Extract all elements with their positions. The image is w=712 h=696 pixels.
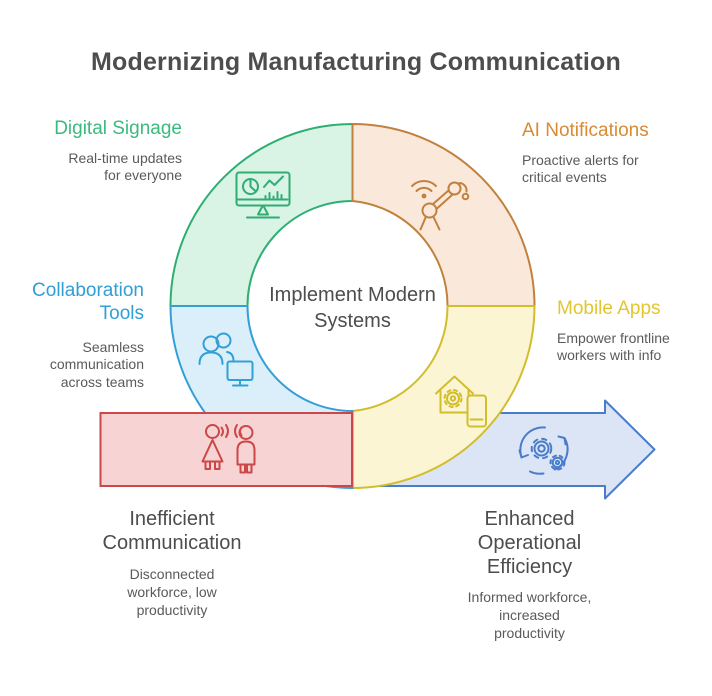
mobile-apps-description: Empower frontline workers with info bbox=[557, 330, 670, 364]
team-monitor-icon bbox=[198, 332, 254, 387]
robot-arm-wifi-icon bbox=[411, 180, 470, 231]
inefficient-communication-description: Disconnected workforce, low productivity bbox=[127, 566, 217, 618]
collaboration-tools-label: Collaboration Tools bbox=[32, 280, 144, 325]
digital-signage-description: Real-time updates for everyone bbox=[68, 150, 182, 184]
ai-notifications-label: AI Notifications bbox=[522, 120, 649, 141]
mobile-apps-label: Mobile Apps bbox=[557, 298, 661, 319]
collaboration-tools-description: Seamless communication across teams bbox=[49, 339, 144, 390]
ai-notifications-description: Proactive alerts for critical events bbox=[522, 152, 639, 186]
smart-home-phone-icon bbox=[435, 375, 487, 428]
process-gears-icon bbox=[518, 426, 569, 475]
inefficient-communication-label: Inefficient Communication bbox=[102, 508, 242, 554]
page-title: Modernizing Manufacturing Communication bbox=[90, 48, 621, 76]
enhanced-efficiency-label: Enhanced Operational Efficiency bbox=[477, 508, 582, 578]
center-label: Implement Modern Systems bbox=[269, 284, 436, 332]
digital-signage-label: Digital Signage bbox=[54, 118, 182, 139]
segment-mobile-apps-arc bbox=[351, 305, 536, 489]
people-talking-icon bbox=[201, 424, 256, 474]
inefficient-bar bbox=[99, 412, 353, 487]
dashboard-monitor-icon bbox=[235, 171, 291, 219]
segment-ai-notifications-arc bbox=[351, 123, 536, 307]
enhanced-efficiency-description: Informed workforce, increased productivi… bbox=[467, 589, 592, 641]
